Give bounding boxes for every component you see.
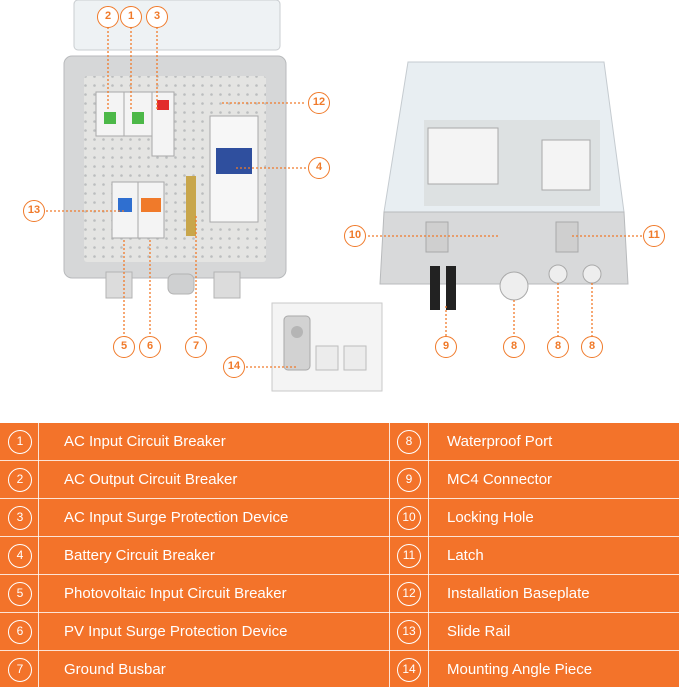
legend-label-11: Latch <box>447 547 484 564</box>
legend-label-10: Locking Hole <box>447 509 534 526</box>
latch-left <box>425 221 449 253</box>
legend-num-13: 13 <box>397 619 421 644</box>
parts-legend-table: 1 AC Input Circuit Breaker 2 AC Output C… <box>0 423 679 687</box>
mc4-connector-a <box>430 266 440 310</box>
callout-3: 3 <box>146 6 168 28</box>
legend-num-14: 14 <box>397 657 421 682</box>
open-enclosure-front-view <box>63 0 287 299</box>
legend-num-3: 3 <box>8 505 32 530</box>
callout-4: 4 <box>308 157 330 179</box>
callout-5: 5 <box>113 336 135 358</box>
mc4-connector-b <box>446 266 456 310</box>
callout-9: 9 <box>435 336 457 358</box>
legend-row-12: 12 Installation Baseplate <box>397 575 590 612</box>
legend-num-12: 12 <box>397 581 421 606</box>
waterproof-port-large <box>499 271 529 301</box>
callout-8-b: 8 <box>547 336 569 358</box>
enclosure-drawing <box>46 0 642 392</box>
legend-num-8: 8 <box>397 429 421 454</box>
callout-7: 7 <box>185 336 207 358</box>
legend-label-13: Slide Rail <box>447 623 511 640</box>
legend-row-14: 14 Mounting Angle Piece <box>397 651 592 687</box>
legend-row-7: 7 Ground Busbar <box>8 651 166 687</box>
latch-right <box>555 221 579 253</box>
callout-8-a: 8 <box>503 336 525 358</box>
legend-label-9: MC4 Connector <box>447 471 553 488</box>
mounting-angle-inset <box>271 302 383 392</box>
legend-row-10: 10 Locking Hole <box>397 499 534 536</box>
legend-row-2: 2 AC Output Circuit Breaker <box>8 461 237 498</box>
waterproof-port-small-b <box>582 264 602 284</box>
legend-label-1: AC Input Circuit Breaker <box>64 433 226 450</box>
legend-row-4: 4 Battery Circuit Breaker <box>8 537 215 574</box>
legend-label-8: Waterproof Port <box>447 433 553 450</box>
legend-label-5: Photovoltaic Input Circuit Breaker <box>64 585 287 602</box>
legend-row-5: 5 Photovoltaic Input Circuit Breaker <box>8 575 287 612</box>
legend-label-4: Battery Circuit Breaker <box>64 547 215 564</box>
legend-label-6: PV Input Surge Protection Device <box>64 623 288 640</box>
callout-6: 6 <box>139 336 161 358</box>
legend-num-11: 11 <box>397 543 421 568</box>
legend-num-10: 10 <box>397 505 421 530</box>
callout-2: 2 <box>97 6 119 28</box>
legend-num-4: 4 <box>8 543 32 568</box>
legend-num-7: 7 <box>8 657 32 682</box>
legend-label-14: Mounting Angle Piece <box>447 661 593 678</box>
closed-enclosure-side-view <box>379 61 629 310</box>
mounting-angle-piece <box>283 315 311 371</box>
legend-row-6: 6 PV Input Surge Protection Device <box>8 613 287 650</box>
legend-num-9: 9 <box>397 467 421 492</box>
legend-num-2: 2 <box>8 467 32 492</box>
waterproof-port-small-a <box>548 264 568 284</box>
legend-label-3: AC Input Surge Protection Device <box>64 509 289 526</box>
legend-num-1: 1 <box>8 429 32 454</box>
legend-num-6: 6 <box>8 619 32 644</box>
legend-num-5: 5 <box>8 581 32 606</box>
legend-label-7: Ground Busbar <box>64 661 166 678</box>
callout-1: 1 <box>120 6 142 28</box>
callout-14: 14 <box>223 356 245 378</box>
legend-row-11: 11 Latch <box>397 537 484 574</box>
legend-row-1: 1 AC Input Circuit Breaker <box>8 423 226 460</box>
ground-busbar-7 <box>186 176 196 236</box>
legend-row-8: 8 Waterproof Port <box>397 423 552 460</box>
callout-13: 13 <box>23 200 45 222</box>
callout-12: 12 <box>308 92 330 114</box>
callout-11: 11 <box>643 225 665 247</box>
product-illustration: 2 1 3 12 4 13 5 6 7 14 10 11 9 8 8 8 <box>23 0 665 392</box>
legend-label-2: AC Output Circuit Breaker <box>64 471 238 488</box>
legend-row-13: 13 Slide Rail <box>397 613 510 650</box>
callout-10: 10 <box>344 225 366 247</box>
legend-label-12: Installation Baseplate <box>447 585 590 602</box>
leader-lines <box>46 27 642 368</box>
callout-8-c: 8 <box>581 336 603 358</box>
legend-row-3: 3 AC Input Surge Protection Device <box>8 499 288 536</box>
legend-row-9: 9 MC4 Connector <box>397 461 552 498</box>
